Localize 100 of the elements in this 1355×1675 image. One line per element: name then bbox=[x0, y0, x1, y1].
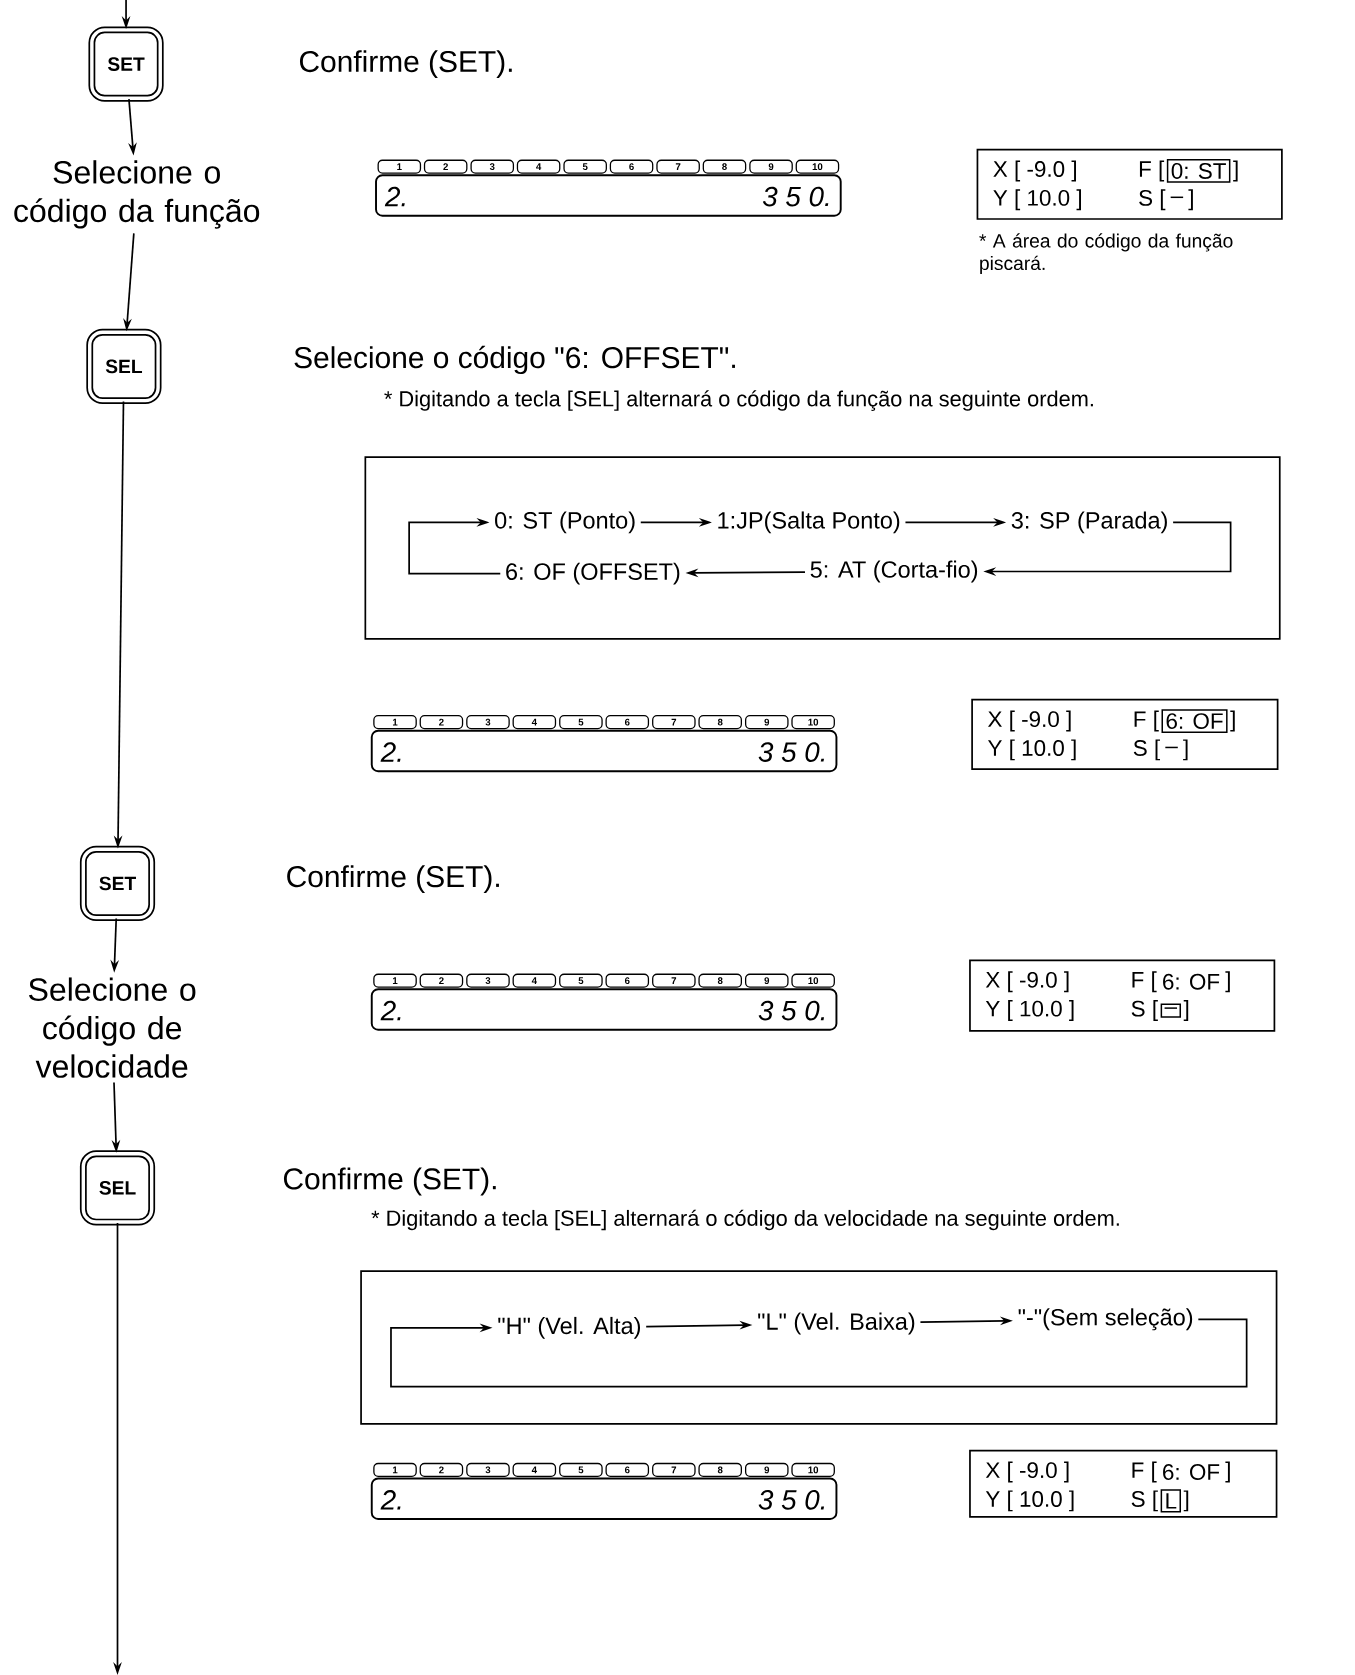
display-key: 1 bbox=[377, 159, 422, 174]
display-key: 5 bbox=[559, 1462, 603, 1477]
lcd-readout: X [ -9.0 ] bbox=[988, 710, 1071, 732]
display-readout: 3 5 0. bbox=[758, 1000, 825, 1021]
cycle-item: "-"(Sem seleção) bbox=[1018, 1308, 1193, 1331]
lcd-readout: – bbox=[1165, 746, 1178, 749]
display-key: 3 bbox=[466, 973, 510, 988]
display-key: 9 bbox=[749, 159, 794, 174]
display-readout: 2. bbox=[380, 1000, 401, 1021]
display-key: 5 bbox=[559, 973, 603, 988]
cycle-item: 0: ST (Ponto) bbox=[495, 511, 635, 534]
display-key: 4 bbox=[512, 1462, 557, 1477]
lcd-readout: X [ -9.0 ] bbox=[993, 160, 1077, 182]
display-key: 6 bbox=[605, 973, 650, 988]
lcd-readout: 6: OF bbox=[1163, 1464, 1220, 1480]
key-button: SEL bbox=[86, 328, 162, 405]
display-key: 7 bbox=[652, 1462, 696, 1477]
lcd-readout: S [ bbox=[1131, 1000, 1159, 1021]
instruction-text: Confirme (SET). bbox=[284, 1167, 496, 1196]
note-text: * Digitando a tecla [SEL] alternará o código da velocidade na seguinte ordem. bbox=[371, 1209, 1120, 1231]
display-key: 7 bbox=[652, 715, 696, 730]
key-button: SEL bbox=[80, 1150, 156, 1226]
display-key: 9 bbox=[745, 973, 789, 988]
highlighted-value: 6: OF bbox=[1161, 709, 1228, 733]
cycle-item: "H" (Vel. Alta) bbox=[498, 1316, 641, 1339]
lcd-readout: Y [ 10.0 ] bbox=[988, 739, 1076, 761]
lcd-readout: 6: OF bbox=[1163, 973, 1220, 990]
lcd-readout: X [ -9.0 ] bbox=[986, 971, 1069, 993]
display-key: 4 bbox=[517, 159, 561, 174]
display-readout: 2. bbox=[385, 186, 405, 207]
lcd-readout: F [ bbox=[1132, 1461, 1157, 1483]
display-key: 10 bbox=[791, 973, 836, 988]
cycle-item: 1:JP(Salta Ponto) bbox=[718, 511, 900, 534]
lcd-readout: ] bbox=[1233, 160, 1238, 182]
display-readout: 3 5 0. bbox=[758, 742, 825, 762]
display-key: 1 bbox=[373, 1462, 418, 1477]
key-button: SET bbox=[88, 26, 164, 102]
display-key: 2 bbox=[419, 973, 464, 988]
highlighted-value: – bbox=[1160, 1003, 1182, 1018]
cycle-item: 3: SP (Parada) bbox=[1011, 511, 1168, 534]
display-key: 8 bbox=[698, 1462, 743, 1477]
display-key: 5 bbox=[559, 715, 603, 730]
lcd-readout: ] bbox=[1183, 1000, 1189, 1021]
display-key: 6 bbox=[605, 1462, 650, 1477]
lcd-readout: ] bbox=[1225, 971, 1231, 993]
lcd-readout: Y [ 10.0 ] bbox=[993, 189, 1082, 211]
highlighted-value: L bbox=[1160, 1489, 1182, 1513]
display-key: 3 bbox=[466, 1462, 510, 1477]
lcd-readout: Y [ 10.0 ] bbox=[986, 1000, 1074, 1021]
display-key: 3 bbox=[466, 715, 510, 730]
display-key: 5 bbox=[563, 159, 608, 174]
lcd-readout: ] bbox=[1183, 1490, 1189, 1512]
display-key: 6 bbox=[605, 715, 650, 730]
display-readout: 2. bbox=[380, 742, 401, 762]
lcd-readout: F [ bbox=[1140, 160, 1165, 182]
display-key: 9 bbox=[745, 1462, 789, 1477]
display-key: 10 bbox=[795, 159, 840, 174]
display-key: 10 bbox=[791, 715, 836, 730]
display-key: 1 bbox=[373, 715, 418, 730]
lcd-readout: X [ -9.0 ] bbox=[986, 1461, 1069, 1483]
arrow bbox=[390, 1318, 1248, 1388]
display-key: 2 bbox=[419, 715, 464, 730]
note-text: * Digitando a tecla [SEL] alternará o código da função na seguinte ordem. bbox=[384, 390, 1094, 411]
arrow bbox=[408, 518, 502, 575]
step-text: Selecione o código de velocidade bbox=[29, 977, 196, 1078]
display-key: 7 bbox=[652, 973, 696, 988]
instruction-text: Selecione o código "6: OFFSET". bbox=[294, 345, 736, 375]
display-readout: 3 5 0. bbox=[763, 186, 829, 207]
step-text: Selecione o código da função bbox=[14, 160, 260, 229]
lcd-readout: ] bbox=[1230, 710, 1235, 732]
cycle-item: "L" (Vel. Baixa) bbox=[758, 1312, 915, 1335]
lcd-readout: F [ bbox=[1132, 971, 1157, 993]
lcd-readout: S [ bbox=[1131, 1490, 1159, 1512]
lcd-readout: F [ bbox=[1134, 710, 1159, 732]
lcd-readout: S [ bbox=[1134, 739, 1161, 761]
display-key: 8 bbox=[698, 715, 743, 730]
display-readout: 3 5 0. bbox=[758, 1490, 825, 1510]
display-readout: 2. bbox=[380, 1490, 401, 1510]
display-key: 7 bbox=[656, 159, 701, 174]
display-key: 9 bbox=[745, 715, 789, 730]
display-key: 8 bbox=[698, 973, 743, 988]
lcd-readout: ] bbox=[1183, 739, 1188, 761]
highlighted-value: 0: ST bbox=[1167, 159, 1231, 183]
key-button: SET bbox=[80, 845, 156, 922]
instruction-text: Confirme (SET). bbox=[287, 865, 500, 894]
display-key: 8 bbox=[702, 159, 747, 174]
display-key: 2 bbox=[424, 159, 468, 174]
lcd-readout: S [ bbox=[1139, 189, 1166, 211]
lcd-readout: ] bbox=[1225, 1461, 1231, 1483]
display-key: 1 bbox=[373, 973, 418, 988]
lcd-readout: ] bbox=[1188, 189, 1194, 211]
display-key: 10 bbox=[791, 1462, 836, 1477]
display-key: 3 bbox=[470, 159, 515, 174]
lcd-readout: – bbox=[1170, 196, 1184, 199]
display-key: 4 bbox=[512, 973, 557, 988]
display-key: 2 bbox=[419, 1462, 464, 1477]
note-text: * A área do código da função piscará. bbox=[979, 233, 1233, 274]
cycle-item: 5: AT (Corta-fio) bbox=[810, 560, 978, 583]
display-key: 6 bbox=[610, 159, 654, 174]
lcd-readout: Y [ 10.0 ] bbox=[986, 1490, 1074, 1512]
